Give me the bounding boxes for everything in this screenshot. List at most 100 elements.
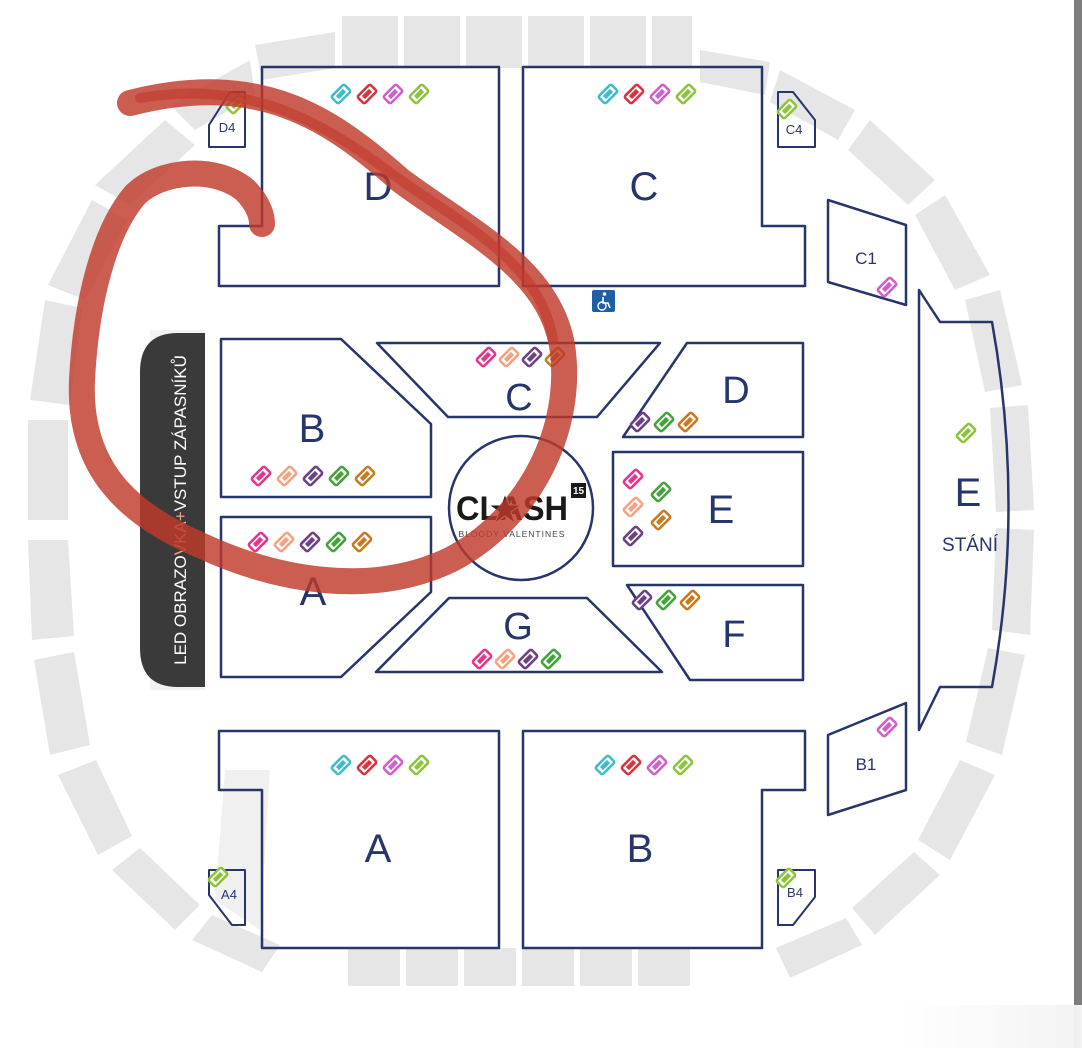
section-standing-e-label: E (955, 471, 982, 515)
ticket-icon (679, 589, 701, 611)
ticket-icon (356, 754, 378, 776)
led-bar-text: LED OBRAZOVKA+VSTUP ZÁPASNÍKŮ (171, 355, 190, 665)
bleacher-block (406, 948, 458, 986)
ticket-icon (622, 525, 644, 547)
section-b4-outline (777, 869, 816, 926)
section-a4[interactable]: A4 (208, 869, 246, 926)
ticket-icon (876, 716, 898, 738)
bleacher-block (848, 120, 935, 205)
section-b1-outline (826, 701, 908, 817)
logo-badge: 15 (573, 486, 585, 497)
ticket-icon (649, 83, 671, 105)
section-floor-g-outline (374, 596, 664, 674)
bleacher-block (112, 848, 200, 930)
section-floor-d-label: D (722, 370, 749, 412)
section-upper-a[interactable]: A (217, 729, 501, 950)
ticket-icon (650, 481, 672, 503)
bleacher-block (404, 16, 460, 68)
ticket-icon (620, 754, 642, 776)
section-upper-c[interactable]: C (521, 65, 807, 288)
ticket-icon (471, 648, 493, 670)
bleacher-block (990, 405, 1034, 512)
bleacher-block (776, 918, 862, 978)
ticket-icon (521, 346, 543, 368)
section-floor-e-outline (611, 450, 805, 568)
bleacher-block (28, 540, 74, 640)
bleacher-block (58, 760, 132, 855)
logo-subtitle: BLOODY VALENTINES (459, 529, 566, 539)
bleacher-block (192, 915, 280, 972)
ticket-icon (276, 465, 298, 487)
section-c1[interactable]: C1 (826, 198, 908, 307)
ticket-icon (299, 531, 321, 553)
ticket-icon (330, 754, 352, 776)
led-screen-bar: LED OBRAZOVKA+VSTUP ZÁPASNÍKŮ (140, 333, 205, 687)
section-c4[interactable]: C4 (777, 91, 816, 148)
section-floor-g-label: G (503, 606, 533, 648)
corner-fade (900, 1005, 1082, 1048)
ticket-icon (597, 83, 619, 105)
marker-annotation (68, 79, 578, 595)
ticket-icon (351, 531, 373, 553)
ticket-icon (675, 83, 697, 105)
section-upper-a-label: A (365, 827, 392, 871)
section-b4[interactable]: B4 (777, 869, 816, 926)
ticket-icon (655, 589, 677, 611)
window-edge (1074, 0, 1082, 1048)
ticket-icon (273, 531, 295, 553)
section-floor-b[interactable]: B (219, 337, 433, 499)
bleacher-block (255, 32, 335, 80)
led-bar-background (140, 333, 205, 687)
section-floor-d[interactable]: D (621, 341, 805, 439)
bleacher-block (638, 948, 690, 986)
marker-stroke-inner (135, 88, 558, 345)
ticket-icon (594, 754, 616, 776)
bleacher-block (966, 648, 1025, 755)
section-upper-c-outline (521, 65, 807, 288)
led-bar-text-end: VSTUP ZÁPASNÍKŮ (171, 355, 190, 511)
ticket-icon (382, 754, 404, 776)
ticket-icon (354, 465, 376, 487)
ticket-icon (775, 867, 797, 889)
ticket-icon (631, 589, 653, 611)
ticket-icon (356, 83, 378, 105)
section-standing-e[interactable]: E STÁNÍ (917, 288, 1010, 732)
section-upper-b[interactable]: B (521, 729, 807, 950)
ticket-icon (408, 83, 430, 105)
bleacher-block (348, 948, 400, 986)
ticket-icon (629, 411, 651, 433)
ticket-icon (650, 509, 672, 531)
section-floor-e[interactable]: E (611, 450, 805, 568)
bleacher-block (770, 70, 855, 140)
ticket-icon (302, 465, 324, 487)
section-upper-b-label: B (627, 827, 654, 871)
section-c1-outline (826, 198, 908, 307)
section-standing-e-outline (917, 288, 1010, 732)
bleacher-block (700, 50, 770, 95)
ticket-icon (408, 754, 430, 776)
ticket-icon (498, 346, 520, 368)
section-floor-f-outline (625, 583, 805, 682)
logo-badge-box (571, 483, 586, 498)
ticket-icon (672, 754, 694, 776)
section-upper-c-label: C (630, 165, 659, 209)
section-b1[interactable]: B1 (826, 701, 908, 817)
ticket-icon (494, 648, 516, 670)
bleacher-block (464, 948, 516, 986)
bleacher-block (580, 948, 632, 986)
ticket-icon (330, 83, 352, 105)
section-floor-g[interactable]: G (374, 596, 664, 674)
section-floor-d-outline (621, 341, 805, 439)
section-b1-label: B1 (856, 755, 877, 774)
section-d4-label: D4 (219, 120, 236, 135)
ticket-icon (653, 411, 675, 433)
bleacher-block (30, 300, 82, 405)
section-c4-label: C4 (786, 122, 803, 137)
section-floor-f[interactable]: F (625, 583, 805, 682)
ticket-icon (475, 346, 497, 368)
section-floor-e-label: E (708, 488, 735, 532)
section-c4-outline (777, 91, 816, 148)
bleacher-block (28, 420, 68, 520)
bleacher-block (915, 195, 990, 290)
